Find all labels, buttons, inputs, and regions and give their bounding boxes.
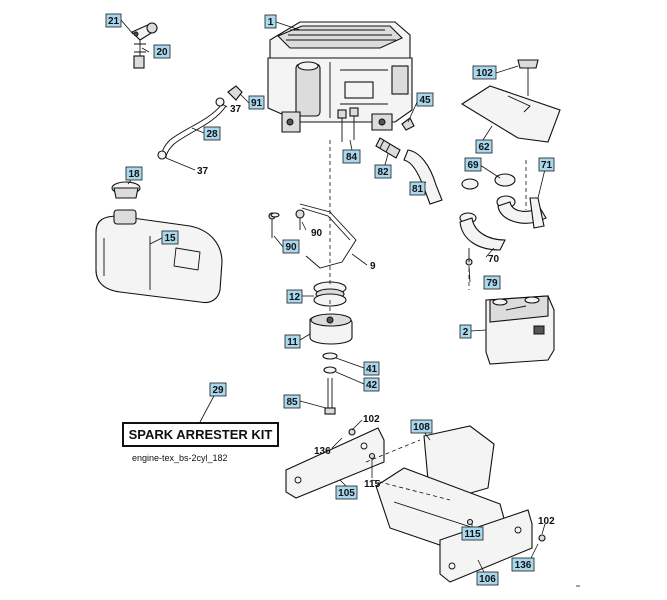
callout-37b: 37	[197, 166, 209, 177]
svg-text:28: 28	[206, 129, 218, 140]
callout-28: 28	[203, 126, 221, 141]
svg-text:108: 108	[413, 422, 430, 433]
svg-text:106: 106	[479, 574, 496, 585]
callout-69: 69	[464, 157, 482, 172]
svg-text:42: 42	[366, 380, 378, 391]
callout-115b: 115	[461, 526, 484, 541]
svg-text:115: 115	[364, 479, 381, 490]
callout-106: 106	[476, 571, 499, 586]
diagram-reference: engine-tex_bs-2cyl_182	[132, 453, 228, 463]
fuel-tank-part	[95, 181, 223, 304]
callout-79: 79	[483, 275, 501, 290]
svg-text:11: 11	[287, 337, 298, 348]
svg-text:20: 20	[156, 47, 168, 58]
callout-115a: 115	[364, 479, 381, 490]
callout-82: 82	[374, 164, 392, 179]
svg-text:18: 18	[128, 169, 140, 180]
svg-text:115: 115	[464, 529, 481, 540]
svg-text:81: 81	[412, 184, 424, 195]
callout-136a: 136	[314, 446, 331, 457]
svg-text:85: 85	[286, 397, 298, 408]
svg-text:29: 29	[212, 385, 224, 396]
svg-text:15: 15	[164, 233, 176, 244]
svg-text:21: 21	[108, 16, 120, 27]
fuel-line-part	[157, 85, 243, 160]
svg-text:102: 102	[538, 516, 555, 527]
throttle-control-part	[131, 22, 158, 69]
callout-105: 105	[335, 485, 358, 500]
svg-text:1: 1	[268, 17, 274, 28]
svg-text:84: 84	[346, 152, 358, 163]
callout-102c: 102	[538, 516, 555, 527]
callout-62: 62	[475, 139, 493, 154]
callout-84: 84	[342, 149, 361, 164]
exhaust-pipe-part	[459, 173, 547, 266]
muffler-part	[485, 295, 555, 365]
svg-text:102: 102	[476, 68, 493, 79]
svg-text:62: 62	[478, 142, 490, 153]
callout-136b: 136	[511, 557, 535, 572]
svg-text:105: 105	[338, 488, 355, 499]
svg-text:69: 69	[467, 160, 479, 171]
callout-42: 42	[363, 377, 380, 392]
callout-102b: 102	[363, 414, 380, 425]
callout-2: 2	[459, 324, 472, 339]
callout-1: 1	[264, 14, 277, 29]
svg-text:102: 102	[363, 414, 380, 425]
heat-shield-part	[460, 59, 561, 143]
callout-37a: 37	[230, 104, 242, 115]
svg-text:71: 71	[541, 160, 553, 171]
callout-15: 15	[161, 230, 179, 245]
svg-text:37: 37	[230, 104, 242, 115]
bolts-part	[337, 107, 359, 142]
callout-9: 9	[370, 261, 376, 272]
svg-text:12: 12	[289, 292, 301, 303]
svg-text:90: 90	[285, 242, 297, 253]
spark-arrester-kit-label: SPARK ARRESTER KIT	[122, 422, 279, 447]
svg-text:90: 90	[311, 228, 323, 239]
engine-part	[267, 21, 413, 133]
callout-41: 41	[363, 361, 380, 376]
svg-text:37: 37	[197, 166, 209, 177]
callout-29: 29	[209, 382, 227, 397]
callout-71: 71	[538, 157, 555, 172]
svg-text:136: 136	[314, 446, 331, 457]
callout-85: 85	[283, 394, 301, 409]
callout-102a: 102	[472, 65, 497, 80]
callout-18: 18	[125, 166, 143, 181]
callout-70: 70	[488, 254, 500, 265]
callout-45: 45	[416, 92, 434, 107]
callout-81: 81	[409, 181, 426, 196]
callout-21: 21	[105, 13, 122, 28]
callout-90b: 90	[282, 239, 300, 254]
callout-12: 12	[286, 289, 303, 304]
callout-11: 11	[284, 334, 301, 349]
callout-91: 91	[248, 95, 265, 110]
fuel-fitting-part	[375, 117, 443, 205]
svg-text:2: 2	[463, 327, 469, 338]
svg-text:41: 41	[366, 364, 378, 375]
svg-text:82: 82	[377, 167, 389, 178]
svg-text:45: 45	[419, 95, 431, 106]
pulley-clutch-part	[309, 281, 353, 415]
svg-text:70: 70	[488, 254, 500, 265]
svg-text:9: 9	[370, 261, 376, 272]
svg-text:79: 79	[486, 278, 498, 289]
svg-text:91: 91	[251, 98, 263, 109]
callout-20: 20	[153, 44, 171, 59]
callout-90a: 90	[311, 228, 323, 239]
callout-108: 108	[410, 419, 433, 434]
svg-text:136: 136	[515, 560, 532, 571]
wire-harness-part	[268, 203, 357, 269]
